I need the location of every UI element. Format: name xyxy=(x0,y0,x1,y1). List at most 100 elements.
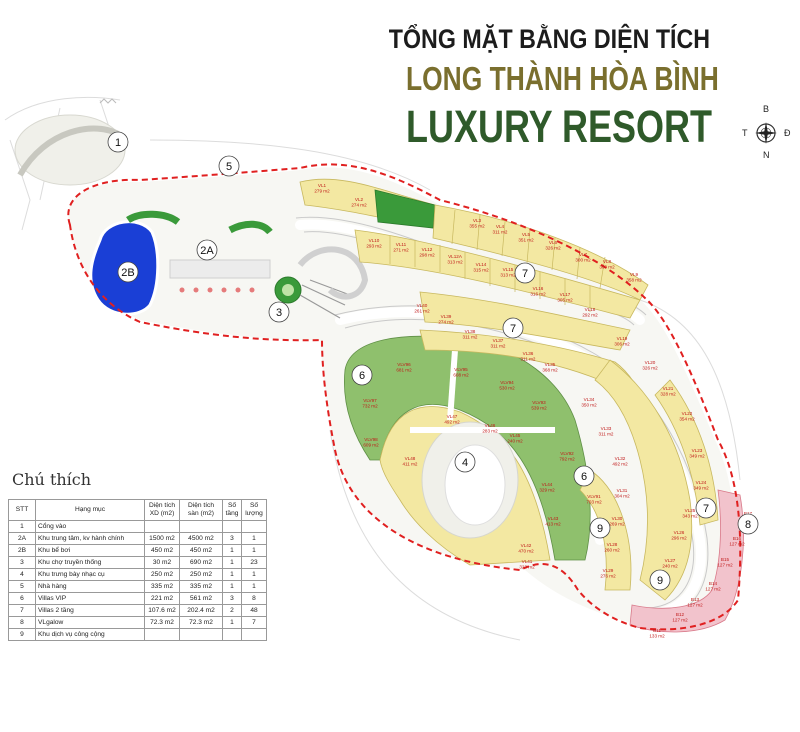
legend-header-item: Hạng mục xyxy=(35,499,145,521)
lot-name: VL42 xyxy=(521,543,532,548)
zone-marker-circle xyxy=(117,261,139,283)
legend-cell-stt: 2A xyxy=(8,532,36,545)
lot-name: VL14 xyxy=(476,262,487,267)
lot-name: B12 xyxy=(676,612,685,617)
lot-area: 311 m2 xyxy=(521,357,536,362)
lot-name: VL27 xyxy=(665,558,676,563)
lot-area: 368 m2 xyxy=(542,368,558,373)
entrance-plaza xyxy=(14,98,126,186)
zone-marker-label: 9 xyxy=(657,575,663,587)
lot-area: 306 m2 xyxy=(614,342,630,347)
lot-name: VLV95 xyxy=(454,367,468,372)
legend-cell-item: Villas VIP xyxy=(35,592,145,605)
lot-name: VL47 xyxy=(447,414,458,419)
lot-area: 703 m2 xyxy=(586,500,602,505)
legend-cell-stt: 8 xyxy=(8,616,36,629)
lot-area: 329 m2 xyxy=(539,488,555,493)
lot-name: VL19 xyxy=(617,336,628,341)
lot-area: 293 m2 xyxy=(366,244,382,249)
lot-area: 240 m2 xyxy=(507,439,523,444)
lot-name: VLV93 xyxy=(532,400,546,405)
legend-cell-floor-area: 561 m2 xyxy=(179,592,223,605)
zone-marker-label: 1 xyxy=(115,137,121,149)
lot-area: 315 m2 xyxy=(473,268,489,273)
legend-title: Chú thích xyxy=(12,470,92,489)
zone-marker: 2A xyxy=(196,239,218,261)
lot-area: 127 m2 xyxy=(672,618,688,623)
zone-marker-label: 6 xyxy=(359,370,365,382)
legend-cell-item: Khu trung tâm, kv hành chính xyxy=(35,532,145,545)
legend-cell-floors xyxy=(222,520,242,533)
zone-marker-circle xyxy=(649,569,671,591)
legend-header-quantity: Số lượng xyxy=(241,499,267,521)
legend-header-row: STT Hạng mục Diện tích XD (m2) Diện tích… xyxy=(8,499,267,521)
lot-name: B11 xyxy=(653,628,661,633)
vip-villa-zone xyxy=(344,335,591,566)
lot-area: 328 m2 xyxy=(660,392,676,397)
lot-name: VL5 xyxy=(522,232,531,237)
compass-rose-icon xyxy=(755,122,777,144)
lot-name: B16 xyxy=(733,536,742,541)
title-line-3: LUXURY RESORT xyxy=(406,101,713,152)
legend-cell-floors: 1 xyxy=(222,544,242,557)
legend-cell-stt: 5 xyxy=(8,580,36,593)
legend-cell-build-area xyxy=(144,628,180,641)
market-area xyxy=(274,246,369,319)
lot-area: 240 m2 xyxy=(662,564,678,569)
lot-area: 304 m2 xyxy=(614,494,630,499)
legend-cell-item: Cổng vào xyxy=(35,520,145,533)
lot-name: B13 xyxy=(691,597,700,602)
lot-name: VL45 xyxy=(510,433,521,438)
lot-area: 470 m2 xyxy=(518,549,534,554)
lot-area: 350 m2 xyxy=(581,403,597,408)
zone-marker-circle xyxy=(268,301,290,323)
legend-cell-item: Khu bể bơi xyxy=(35,544,145,557)
zone-marker: 7 xyxy=(695,497,717,519)
lot-name: VL43 xyxy=(548,516,559,521)
zone-marker-label: 5 xyxy=(226,161,232,173)
legend-cell-floor-area: 335 m2 xyxy=(179,580,223,593)
legend-cell-stt: 4 xyxy=(8,568,36,581)
compass-south-label: B xyxy=(763,104,770,114)
legend-cell-floor-area: 690 m2 xyxy=(179,556,223,569)
lot-area: 732 m2 xyxy=(362,404,378,409)
legend-cell-item: Villas 2 tầng xyxy=(35,604,145,617)
lot-name: VL35 xyxy=(545,362,556,367)
lot-name: VLV91 xyxy=(587,494,601,499)
lot-name: VL8 xyxy=(603,259,612,264)
lot-area: 411 m2 xyxy=(403,462,418,467)
lot-area: 316 m2 xyxy=(530,292,546,297)
lot-name: VL44 xyxy=(542,482,553,487)
lot-name: VL10 xyxy=(369,238,380,243)
legend-cell-floors: 3 xyxy=(222,592,242,605)
compass-west-label: T xyxy=(742,128,748,138)
lot-name: VL1 xyxy=(318,183,327,188)
